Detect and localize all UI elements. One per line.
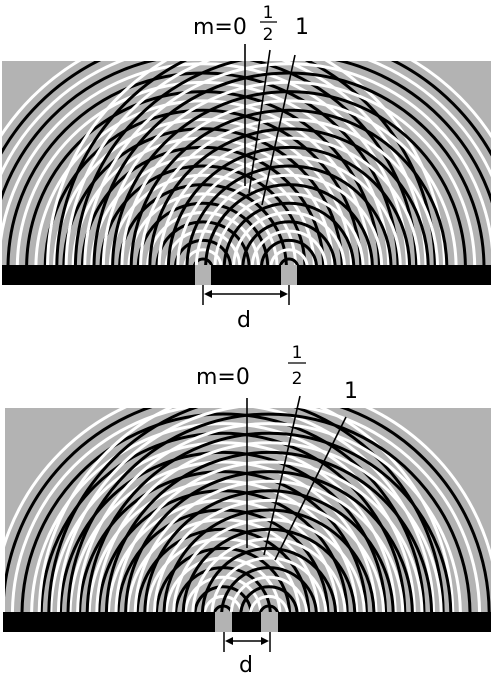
wavefront-bottom-slit1-2	[193, 585, 253, 612]
arrowhead-right-top	[280, 290, 288, 298]
wavefront-bottom-slit2-11	[153, 498, 385, 612]
wavefront-top-slit2-20	[92, 71, 486, 265]
wavefront-top-slit2-13	[157, 136, 421, 265]
label-half-numerator-top: 1	[263, 3, 274, 23]
label-half-numerator-bottom: 1	[292, 343, 303, 363]
order-line-half-top	[248, 49, 271, 194]
wavefront-bottom-slit2-3	[229, 575, 309, 612]
label-separation-bottom: d	[239, 653, 253, 674]
label-m0-top: m=0	[193, 15, 247, 40]
wavefront-top-slit2-2	[260, 238, 318, 265]
wavefront-bottom-slit2-10	[162, 508, 376, 612]
wavefront-bottom-slit2-6	[201, 546, 337, 612]
slit-left-bottom	[215, 612, 232, 632]
wavefront-top-slit2-14	[148, 127, 430, 265]
wavefront-top-slit2-17	[120, 99, 458, 265]
label-half-denominator-top: 2	[263, 25, 274, 45]
wavefront-top-slit1-16	[43, 108, 363, 265]
panel-top: m=0 1 2 1 d	[2, 3, 491, 333]
label-m1-top: 1	[295, 15, 309, 40]
barrier-bottom	[3, 612, 491, 632]
wavefront-bottom-slit2-15	[114, 460, 424, 612]
wavefront-bottom-slit1-8	[135, 527, 311, 612]
wavefront-top-slit2-6	[222, 201, 356, 265]
wavefront-top-slit1-0	[192, 257, 214, 265]
wavefront-top-slit2-1	[269, 248, 309, 265]
wavefront-top-slit1-22	[2, 61, 419, 265]
wavefront-bottom-slit1-1	[203, 594, 243, 612]
slit-right-bottom	[261, 612, 278, 632]
wavefront-bottom-slit2-21	[56, 408, 482, 612]
wavefront-top-slit1-24	[2, 61, 437, 265]
label-half-denominator-bottom: 2	[292, 369, 303, 389]
wavefront-bottom-slit2-5	[210, 556, 328, 612]
wavefront-top-slit2-16	[129, 108, 449, 265]
order-line-m1-bottom	[274, 416, 347, 561]
wavefront-top-slit2-23	[64, 61, 491, 265]
barrier-top	[2, 265, 491, 285]
wavefront-bottom-slit2-4	[220, 566, 318, 612]
wavefront-bottom-slit2-14	[124, 470, 414, 612]
wavefront-bottom-slit1-6	[155, 546, 291, 612]
label-m1-bottom: 1	[344, 379, 358, 404]
wavefront-bottom-slit2-20	[66, 412, 472, 612]
wavefront-top-slit2-12	[167, 145, 411, 265]
wavefront-top-slit2-4	[241, 220, 337, 265]
wavefront-top-slit2-7	[213, 192, 365, 265]
wavefront-top-slit2-25	[46, 61, 491, 265]
wavefront-top-slit2-11	[176, 155, 402, 265]
wavefront-bottom-slit2-13	[133, 479, 405, 612]
wavefront-bottom-slit1-7	[145, 537, 301, 612]
wavefront-bottom-slit2-7	[191, 537, 347, 612]
wavefront-bottom-slit2-23	[37, 408, 491, 612]
wavefront-bottom-slit2-2	[239, 585, 299, 612]
wavefront-bottom-slit2-16	[104, 450, 434, 612]
wavefront-top-slit2-22	[73, 61, 491, 265]
wavefront-top-slit1-9	[108, 173, 298, 265]
wavefront-top-slit2-9	[194, 173, 384, 265]
wavefront-bottom-slit2-1	[249, 594, 289, 612]
order-line-m1-top	[261, 54, 296, 206]
wavefront-top-slit1-17	[34, 99, 372, 265]
label-separation-top: d	[237, 308, 251, 333]
wavefront-bottom-slit2-8	[181, 527, 357, 612]
wavefront-top-slit2-15	[139, 118, 439, 265]
wavefront-top-slit2-8	[204, 183, 374, 265]
label-m0-bottom: m=0	[196, 365, 250, 390]
wavefront-top-slit1-25	[2, 61, 446, 265]
wavefront-bottom-slit2-9	[172, 518, 366, 612]
arrowhead-left-bottom	[225, 637, 233, 645]
wavefront-top-slit2-0	[278, 257, 300, 265]
arrowhead-right-bottom	[261, 637, 269, 645]
wavefront-top-slit1-6	[136, 201, 270, 265]
wavefront-bottom-slit2-19	[76, 422, 462, 612]
wavefront-top-slit2-5	[232, 211, 346, 265]
order-line-half-bottom	[263, 395, 301, 556]
wavefront-top-slit1-23	[2, 61, 428, 265]
wavefront-bottom-slit2-12	[143, 489, 395, 612]
slit-left-top	[195, 265, 211, 285]
wavefront-top-slit2-10	[185, 164, 393, 265]
wavefront-top-slit2-24	[55, 61, 491, 265]
wavefront-bottom-slit2-18	[85, 431, 453, 612]
panel-bottom: m=0 1 2 1 d	[3, 343, 491, 674]
interference-waves-top	[2, 61, 491, 265]
wavefront-bottom-slit2-22	[47, 408, 491, 612]
wavefront-bottom-slit2-0	[258, 604, 280, 612]
wavefront-top-slit2-21	[83, 62, 491, 265]
interference-waves-bottom	[5, 408, 491, 612]
wavefront-bottom-slit1-5	[164, 556, 282, 612]
slit-right-top	[281, 265, 297, 285]
wavefront-top-slit2-18	[111, 90, 467, 265]
wavefront-bottom-slit2-17	[95, 441, 443, 612]
arrowhead-left-top	[204, 290, 212, 298]
wavefront-top-slit2-3	[250, 229, 328, 265]
